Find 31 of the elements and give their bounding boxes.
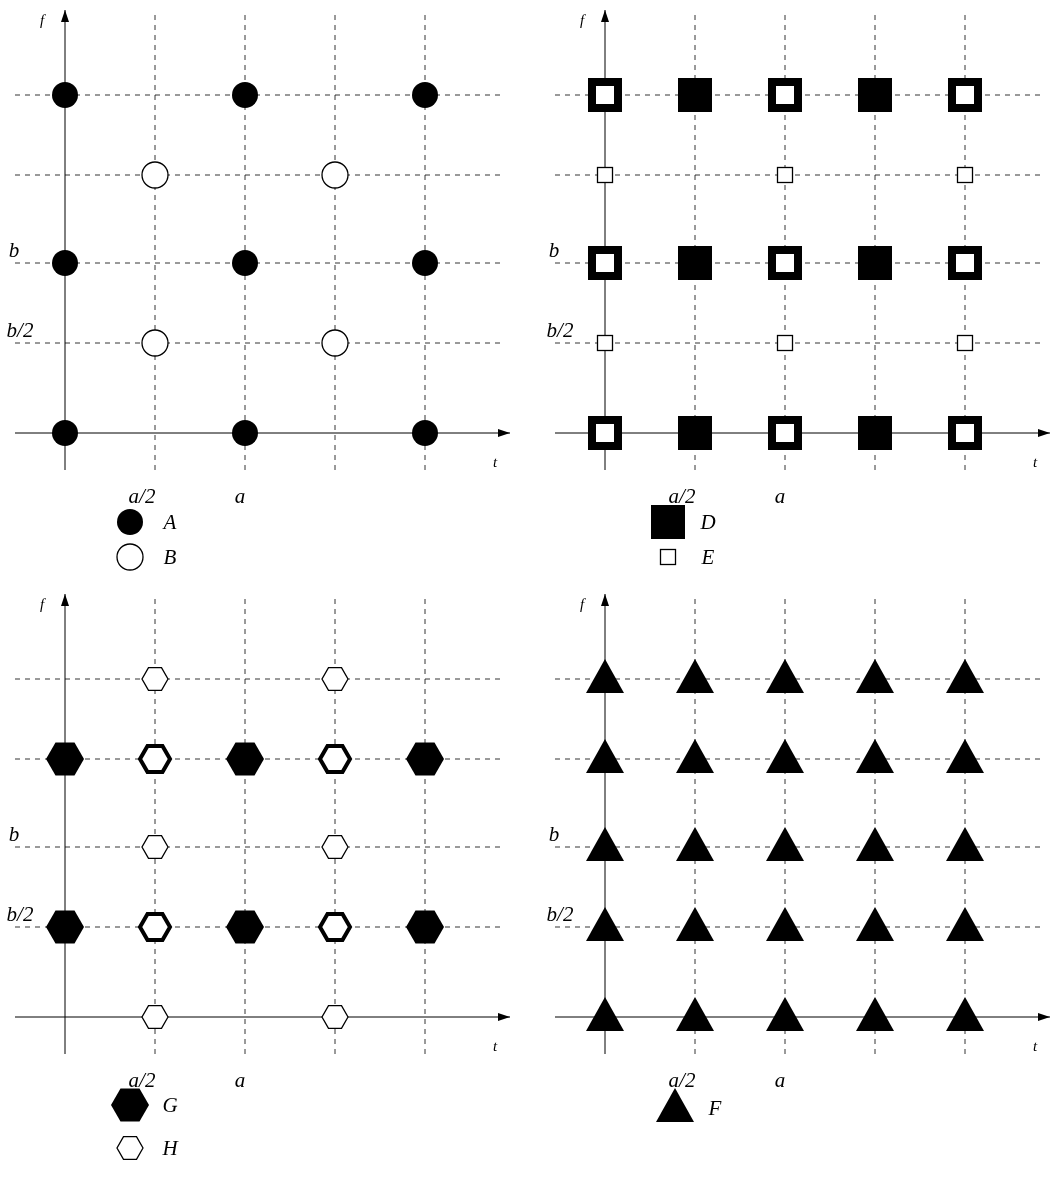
tick-label: a/2: [128, 485, 156, 507]
tick-label: b/2: [6, 903, 34, 925]
legend-label: H: [162, 1137, 178, 1159]
legend-label: D: [700, 511, 716, 533]
tick-label: a/2: [128, 1069, 156, 1091]
tick-label: b/2: [6, 319, 34, 341]
tick-label: a/2: [668, 1069, 696, 1091]
legend-label: A: [163, 511, 177, 533]
legend-label: B: [163, 546, 177, 568]
tick-label: a: [774, 1069, 786, 1091]
tick-label: a: [774, 485, 786, 507]
tick-label: b: [548, 239, 560, 261]
legend-label: F: [708, 1097, 722, 1119]
tick-label: a/2: [668, 485, 696, 507]
axis-label: f: [39, 596, 45, 612]
tick-label: b/2: [546, 319, 574, 341]
tick-label: b/2: [546, 903, 574, 925]
axis-label: f: [579, 12, 585, 28]
legend-label: G: [162, 1094, 178, 1116]
axis-label: t: [492, 454, 498, 470]
axis-label: f: [579, 596, 585, 612]
axis-label: t: [1032, 1038, 1038, 1054]
tick-label: a: [234, 485, 246, 507]
axis-label: t: [492, 1038, 498, 1054]
tick-label: b: [8, 823, 20, 845]
axis-label: t: [1032, 454, 1038, 470]
tick-label: a: [234, 1069, 246, 1091]
tick-label: b: [8, 239, 20, 261]
tick-label: b: [548, 823, 560, 845]
axis-label: f: [39, 12, 45, 28]
legend-label: E: [701, 546, 715, 568]
